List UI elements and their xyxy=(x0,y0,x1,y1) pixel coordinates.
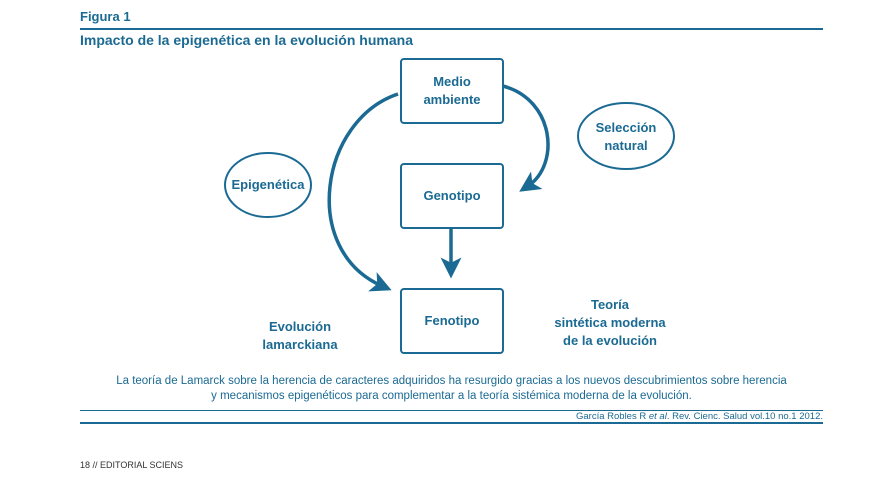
figure-caption: La teoría de Lamarck sobre la herencia d… xyxy=(116,375,787,402)
arrow-lamarck xyxy=(327,92,399,292)
node-fenotipo: Fenotipo xyxy=(400,288,504,354)
node-genotipo: Genotipo xyxy=(400,163,504,229)
citation: García Robles R et al. Rev. Cienc. Salud… xyxy=(576,411,823,422)
label-epigenetica: Epigenética xyxy=(231,177,305,192)
divider xyxy=(80,422,823,424)
arrow-seleccion xyxy=(502,84,550,192)
figure-label: Figura 1 xyxy=(80,9,131,24)
figure-title: Impacto de la epigenética en la evolució… xyxy=(80,32,413,48)
ellipse-seleccion xyxy=(577,102,675,170)
divider xyxy=(80,410,823,411)
node-text: ambiente xyxy=(423,92,481,107)
page-footer: 18 // EDITORIAL SCIENS xyxy=(80,460,184,470)
node-text: Medio xyxy=(433,74,471,89)
divider xyxy=(80,28,823,30)
node-medio-ambiente: Medio ambiente xyxy=(400,58,504,124)
ellipse-epigenetica xyxy=(224,152,312,218)
